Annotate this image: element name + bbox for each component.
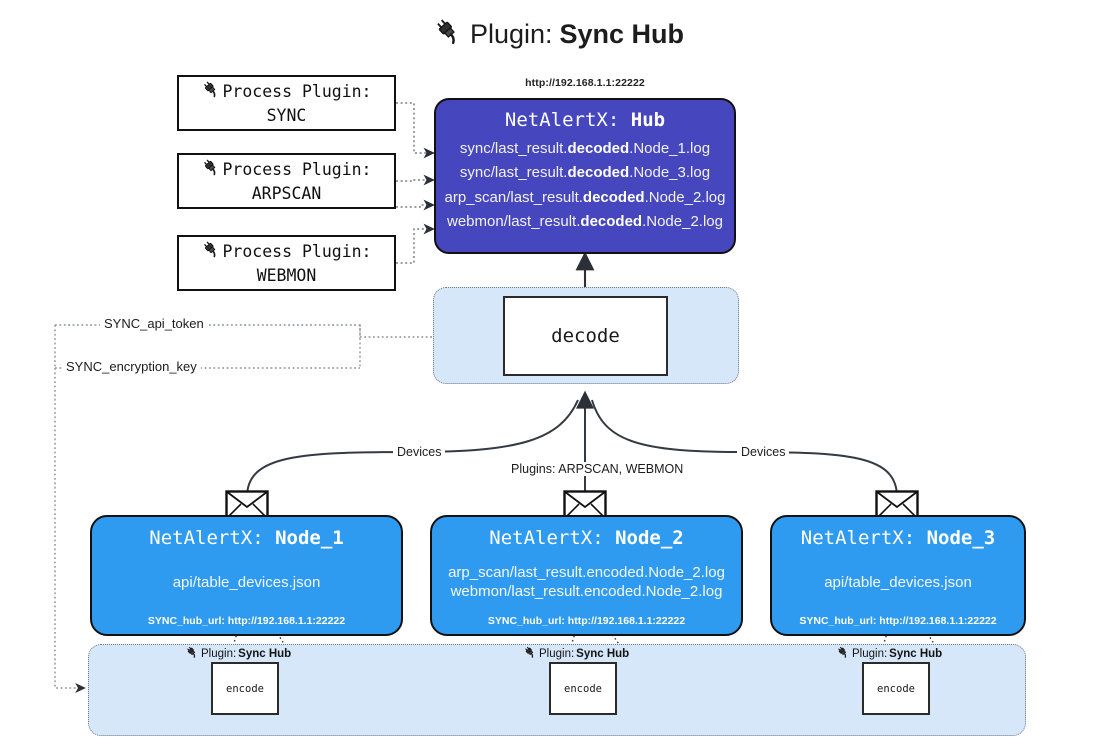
node-path-line: webmon/last_result.encoded.Node_2.log <box>450 583 723 600</box>
plug-icon <box>433 16 463 53</box>
hub-title: NetAlertX: Hub <box>505 109 665 131</box>
node-box-node-2[interactable]: NetAlertX: Node_2 arp_scan/last_result.e… <box>430 515 743 636</box>
node-title-prefix: NetAlertX: <box>489 527 604 549</box>
node-box-node-1[interactable]: NetAlertX: Node_1 api/table_devices.json… <box>90 515 403 636</box>
plug-icon <box>836 645 850 662</box>
hub-title-prefix: NetAlertX: <box>504 109 620 131</box>
caption-name: Sync Hub <box>889 647 943 660</box>
process-plugin-label: Process Plugin: <box>222 160 372 180</box>
node-title-name: Node_3 <box>926 527 996 549</box>
encode-box[interactable]: encode <box>549 662 617 715</box>
caption-name: Sync Hub <box>576 647 630 660</box>
node-box-node-3[interactable]: NetAlertX: Node_3 api/table_devices.json… <box>770 515 1026 636</box>
hub-log-line: webmon/last_result.decoded.Node_2.log <box>447 212 723 230</box>
process-plugin-name: ARPSCAN <box>251 184 322 203</box>
encode-box[interactable]: encode <box>211 662 279 715</box>
caption-name: Sync Hub <box>238 647 292 660</box>
node-hub-url-footer: SYNC_hub_url: http://192.168.1.1:22222 <box>147 615 346 627</box>
node-path-line: api/table_devices.json <box>172 573 321 591</box>
hub-node[interactable]: NetAlertX: Hub sync/last_result.decoded.… <box>434 98 736 254</box>
sync-encryption-key-label: SYNC_encryption_key <box>62 359 201 374</box>
edge-label-devices-right: Devices <box>737 445 790 459</box>
encode-box[interactable]: encode <box>862 662 930 715</box>
page-title-name: Sync Hub <box>559 19 685 49</box>
process-plugin-label: Process Plugin: <box>222 82 372 102</box>
sync-api-token-label: SYNC_api_token <box>100 316 208 331</box>
node-path-line: api/table_devices.json <box>824 573 972 591</box>
node-title-name: Node_2 <box>615 527 684 549</box>
node-hub-url-footer: SYNC_hub_url: http://192.168.1.1:22222 <box>799 615 997 627</box>
hub-log-line: sync/last_result.decoded.Node_3.log <box>459 164 711 182</box>
plug-icon <box>523 645 537 662</box>
node-title: NetAlertX: Node_2 <box>489 527 683 549</box>
page-title-prefix: Plugin: <box>469 19 553 49</box>
caption-prefix: Plugin: <box>201 647 237 660</box>
plug-icon <box>185 645 199 662</box>
node-hub-url-footer: SYNC_hub_url: http://192.168.1.1:22222 <box>487 615 686 627</box>
process-plugin-label: Process Plugin: <box>222 242 372 262</box>
page-title: Plugin: Sync Hub <box>0 16 1117 53</box>
plug-icon <box>201 79 221 105</box>
sync-hub-plugin-caption: Plugin: Sync Hub <box>836 645 942 662</box>
hub-url-label: http://192.168.1.1:22222 <box>525 77 645 89</box>
process-plugin-box-sync[interactable]: Process Plugin: SYNC <box>177 75 396 131</box>
process-plugin-name: WEBMON <box>256 266 317 285</box>
caption-prefix: Plugin: <box>852 647 888 660</box>
sync-hub-plugin-caption: Plugin: Sync Hub <box>523 645 629 662</box>
sync-hub-plugin-caption: Plugin: Sync Hub <box>185 645 291 662</box>
process-plugin-name: SYNC <box>266 106 307 125</box>
hub-title-name: Hub <box>630 109 666 131</box>
hub-log-line: sync/last_result.decoded.Node_1.log <box>459 140 711 157</box>
hub-log-line: arp_scan/last_result.decoded.Node_2.log <box>444 188 726 206</box>
node-title-prefix: NetAlertX: <box>149 527 264 549</box>
node-title: NetAlertX: Node_3 <box>801 527 995 549</box>
node-title: NetAlertX: Node_1 <box>149 527 343 549</box>
node-title-prefix: NetAlertX: <box>800 527 916 549</box>
plug-icon <box>201 157 221 183</box>
decode-box[interactable]: decode <box>503 296 668 376</box>
envelope-icon <box>875 490 919 525</box>
node-path-line: arp_scan/last_result.encoded.Node_2.log <box>448 564 725 581</box>
caption-prefix: Plugin: <box>539 647 575 660</box>
process-plugin-box-webmon[interactable]: Process Plugin: WEBMON <box>177 235 396 291</box>
process-plugin-box-arpscan[interactable]: Process Plugin: ARPSCAN <box>177 153 396 209</box>
edge-label-devices-left: Devices <box>393 445 446 459</box>
edge-label-plugins-center: Plugins: ARPSCAN, WEBMON <box>507 462 688 476</box>
plug-icon <box>201 239 221 265</box>
node-title-name: Node_1 <box>275 527 344 549</box>
